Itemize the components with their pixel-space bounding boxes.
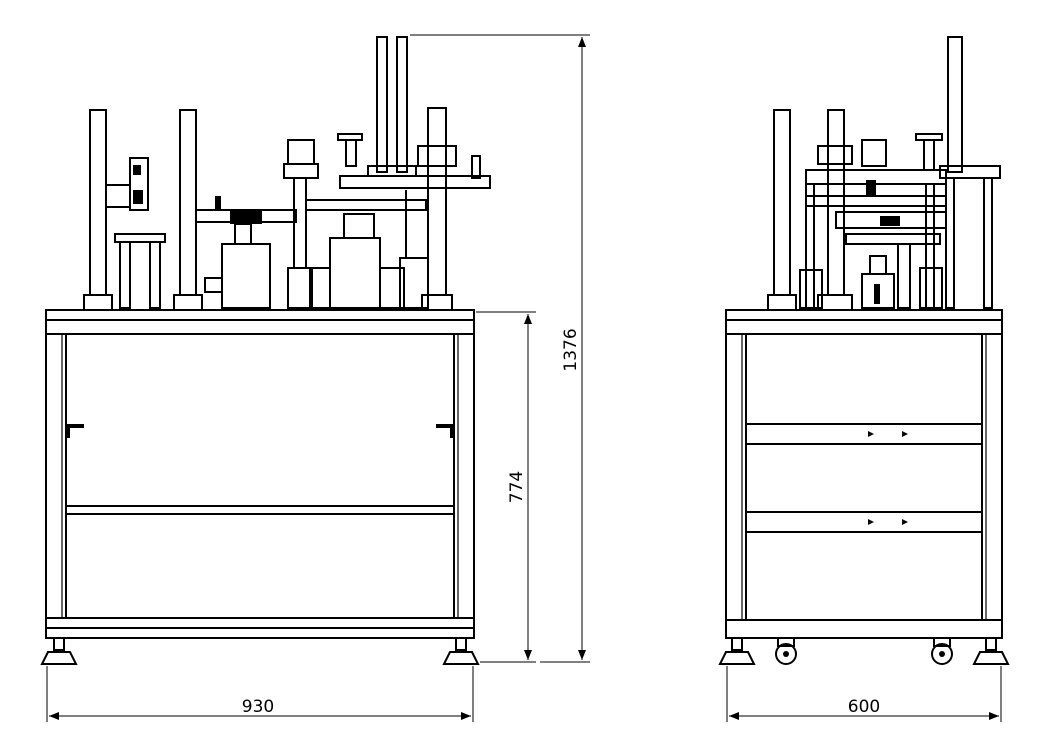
front-width-dimension: 930	[46, 666, 474, 722]
front-table-frame	[45, 309, 475, 639]
front-leveling-feet	[40, 637, 480, 665]
side-view: 600	[718, 36, 1010, 722]
total-height-label: 1376	[561, 328, 581, 371]
front-width-label: 930	[242, 697, 274, 717]
front-mechanism	[83, 36, 491, 311]
total-height-dimension: 1376	[410, 34, 590, 663]
side-width-label: 600	[848, 697, 880, 717]
front-view: 930 774 1376	[40, 34, 590, 722]
table-height-dimension: 774	[476, 311, 536, 663]
side-table-frame	[725, 309, 1003, 639]
table-height-label: 774	[507, 471, 527, 503]
side-width-dimension: 600	[726, 666, 1002, 722]
side-mechanism	[767, 36, 1001, 311]
side-feet-and-casters	[718, 637, 1010, 665]
